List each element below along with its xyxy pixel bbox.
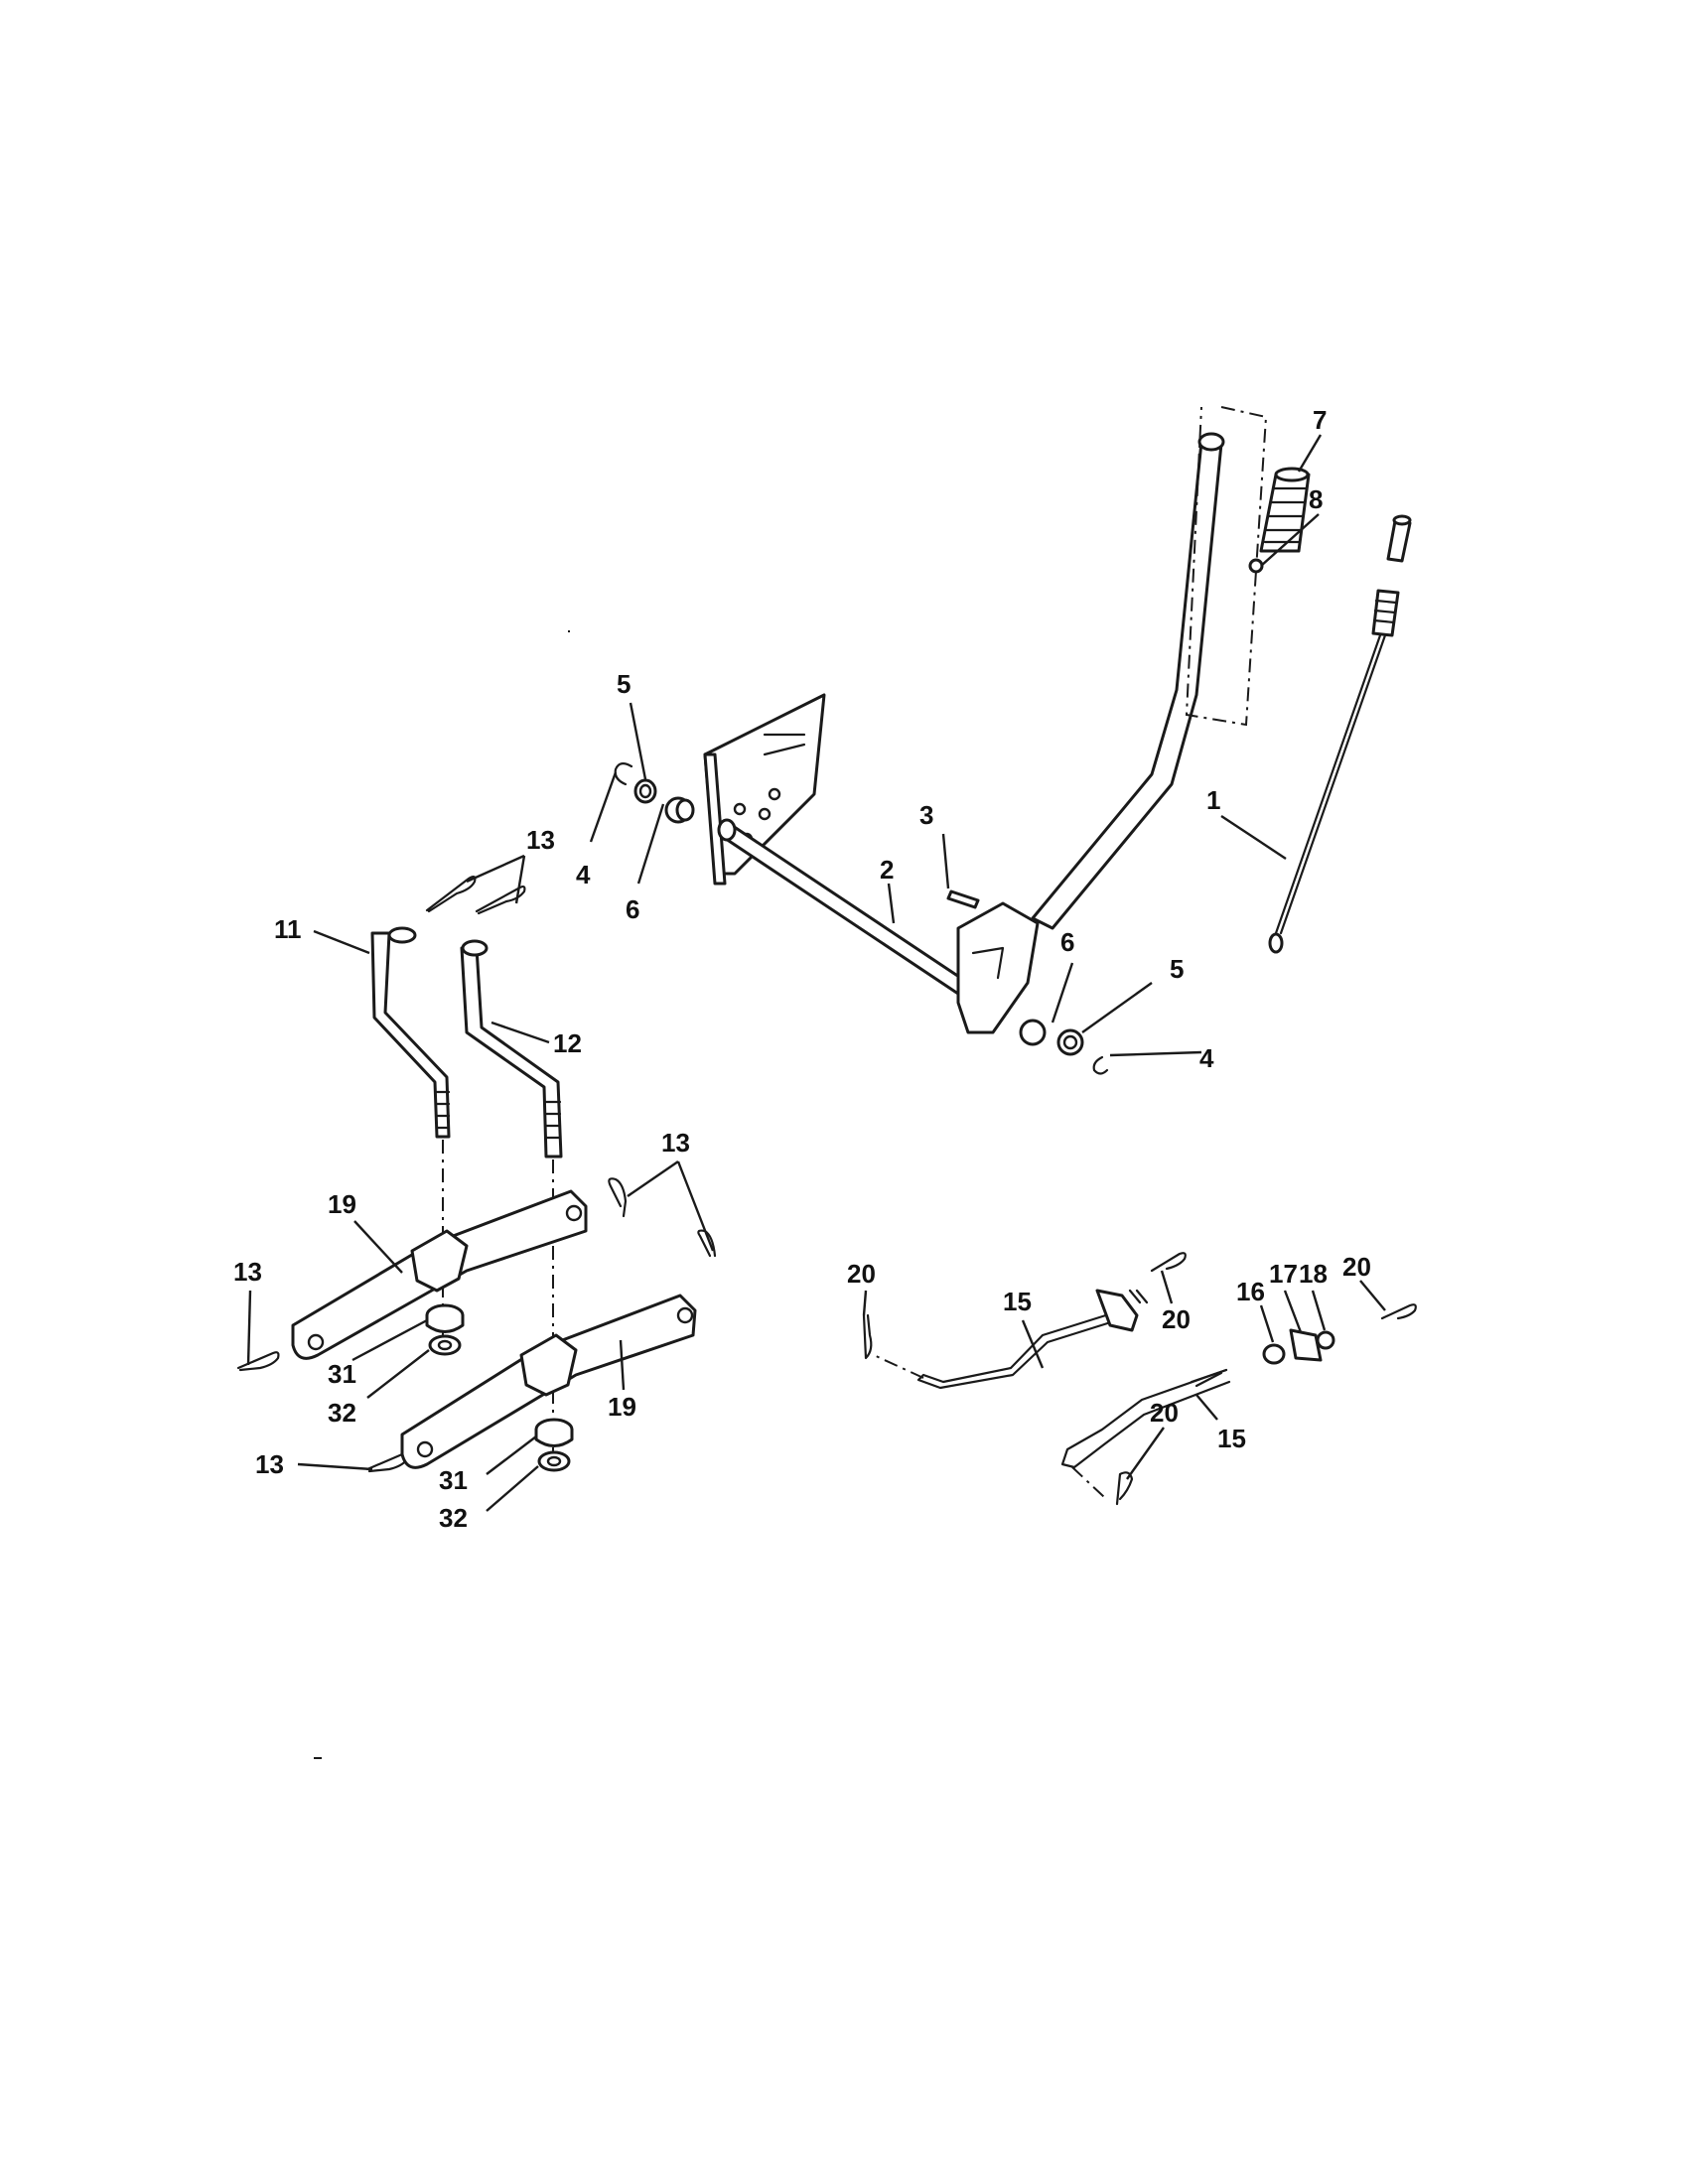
callout-19: 19 [608, 1392, 636, 1422]
callout-2: 2 [880, 855, 894, 885]
spacer-nut-set [425, 1303, 574, 1472]
callout-20: 20 [847, 1259, 876, 1289]
callout-1: 1 [1206, 785, 1220, 815]
scan-dot [568, 630, 570, 632]
spring-rod [1268, 514, 1412, 954]
callout-31: 31 [328, 1359, 356, 1389]
callout-12: 12 [553, 1028, 582, 1058]
cotter-pin [862, 1252, 1417, 1506]
bushing-right [1019, 1019, 1109, 1075]
callout-13: 13 [255, 1449, 284, 1479]
callout-3: 3 [919, 800, 933, 830]
handle-grip [1259, 467, 1311, 553]
adjustment-rod-upper [873, 1289, 1149, 1390]
callout-20: 20 [1342, 1252, 1371, 1282]
callout-6: 6 [626, 894, 639, 924]
callout-4: 4 [576, 860, 591, 889]
callout-5: 5 [1170, 954, 1184, 984]
callout-17: 17 [1269, 1259, 1298, 1289]
callout-13: 13 [233, 1257, 262, 1287]
adjustment-rod-lower [1060, 1368, 1231, 1498]
lift-link-11 [370, 926, 451, 1139]
trunnion-assembly [1262, 1328, 1335, 1365]
callout-16: 16 [1236, 1277, 1265, 1306]
callout-6: 6 [1060, 927, 1074, 957]
callout-13: 13 [661, 1128, 690, 1158]
callout-31: 31 [439, 1465, 468, 1495]
callout-11: 11 [274, 914, 302, 944]
callout-15: 15 [1217, 1424, 1246, 1453]
callout-20: 20 [1150, 1398, 1179, 1428]
lift-shaft [717, 818, 970, 998]
lift-arm-lower [400, 1294, 697, 1469]
lift-handle [956, 432, 1225, 1034]
callout-5: 5 [617, 669, 631, 699]
lift-arm-upper [291, 1189, 588, 1360]
callout-18: 18 [1299, 1259, 1328, 1289]
callout-13: 13 [526, 825, 555, 855]
grip-pin [1248, 558, 1264, 574]
callout-15: 15 [1003, 1287, 1032, 1316]
callout-32: 32 [439, 1503, 468, 1533]
callout-32: 32 [328, 1398, 356, 1428]
key-pin [946, 889, 980, 909]
callout-4: 4 [1199, 1043, 1214, 1073]
leader-lines [246, 434, 1386, 1512]
scan-mark [314, 1757, 322, 1759]
callout-labels: 1 2 3 4 4 5 5 6 6 7 8 11 12 13 13 13 13 … [233, 405, 1371, 1533]
callout-19: 19 [328, 1189, 356, 1219]
bushing-left [614, 762, 695, 824]
callout-8: 8 [1309, 484, 1323, 514]
callout-20: 20 [1162, 1304, 1191, 1334]
lift-link-12 [460, 939, 563, 1159]
callout-7: 7 [1313, 405, 1327, 435]
handle-extension-outline [1185, 406, 1268, 727]
